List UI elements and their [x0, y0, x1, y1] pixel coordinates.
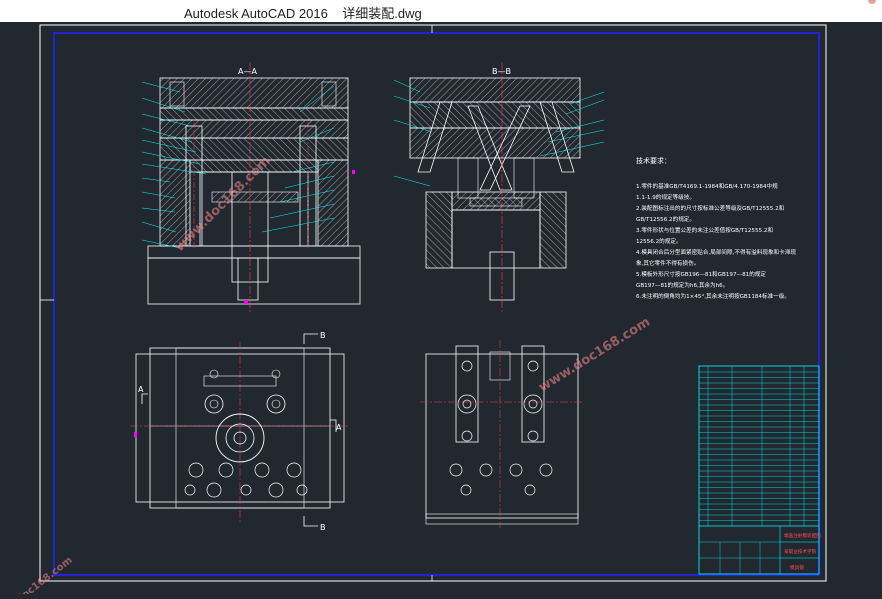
- section-view-aa: A—A: [141, 62, 361, 312]
- plan-view-moving-half: B B A A: [130, 331, 350, 532]
- title-block-drawing-name: 端盖注射模装配图: [784, 532, 821, 539]
- arrow-label-b-bottom: B: [320, 523, 326, 532]
- grip-point[interactable]: [244, 300, 248, 304]
- tech-req-line-6: 12556.2的规定。: [636, 237, 682, 245]
- arrow-label-a-left: A: [138, 385, 144, 394]
- tech-req-line-1: 1.零件的基准GB/T4169.1-1984和GB/4.170-1984中规: [636, 182, 778, 190]
- plan-view-fixed-half: [420, 340, 584, 528]
- window-title: Autodesk AutoCAD 2016 详细装配.dwg: [184, 3, 422, 22]
- tech-req-line-9: 5.模板外形尺寸按GB196—81和GB197—81的规定: [636, 270, 766, 278]
- title-block-school: 某职业技术学院: [784, 548, 817, 555]
- tech-req-line-11: 6.未注明的倒角均为1×45°,其余未注明按GB1184标准一级。: [636, 292, 790, 300]
- section-label-aa: A—A: [238, 67, 257, 76]
- watermark-2: www.doc168.com: [536, 315, 653, 396]
- tech-req-heading: 技术要求：: [636, 156, 671, 165]
- file-name: 详细装配.dwg: [342, 6, 422, 21]
- tech-requirements: 技术要求： 1.零件的基准GB/T4169.1-1984和GB/4.170-19…: [636, 156, 796, 300]
- drawing-svg: A—A: [0, 24, 827, 599]
- title-bar: Autodesk AutoCAD 2016 详细装配.dwg: [0, 0, 882, 23]
- parts-list-table: 端盖注射模装配图 某职业技术学院 模具钢: [698, 365, 821, 575]
- corner-mark-icon: [868, 0, 876, 4]
- tech-req-line-10: GB197—81的规定为h6,其余为h6。: [636, 281, 728, 289]
- drawing-canvas[interactable]: A—A: [0, 22, 882, 599]
- arrow-label-a-right: A: [336, 423, 342, 432]
- grip-point[interactable]: [352, 170, 355, 174]
- grip-point[interactable]: [134, 432, 137, 437]
- tech-req-line-7: 4.模具闭合后分型面紧密贴合,局部间隙,不得有溢料现象和卡滞现: [636, 248, 796, 256]
- section-label-bb: B—B: [492, 67, 511, 76]
- arrow-label-b-top: B: [320, 331, 326, 340]
- tech-req-line-4: GB/T12556.2的规定。: [636, 215, 695, 223]
- app-name: Autodesk AutoCAD 2016: [184, 6, 328, 21]
- tech-req-line-8: 象,其它零件不得有损伤。: [636, 259, 699, 267]
- drawing-frame: [53, 32, 820, 576]
- section-view-bb: B—B: [393, 62, 605, 312]
- title-block-material: 模具钢: [790, 564, 804, 571]
- tech-req-line-3: 2.装配图标注出的的尺寸按标准公差等级及GB/T12555.2和: [636, 204, 785, 212]
- tech-req-line-5: 3.零件形状与位置公差的未注公差值按GB/T12555.2和: [636, 226, 773, 234]
- tech-req-line-2: 1.1-1.9的规定等级技。: [636, 193, 695, 201]
- sheet-border: [39, 24, 827, 582]
